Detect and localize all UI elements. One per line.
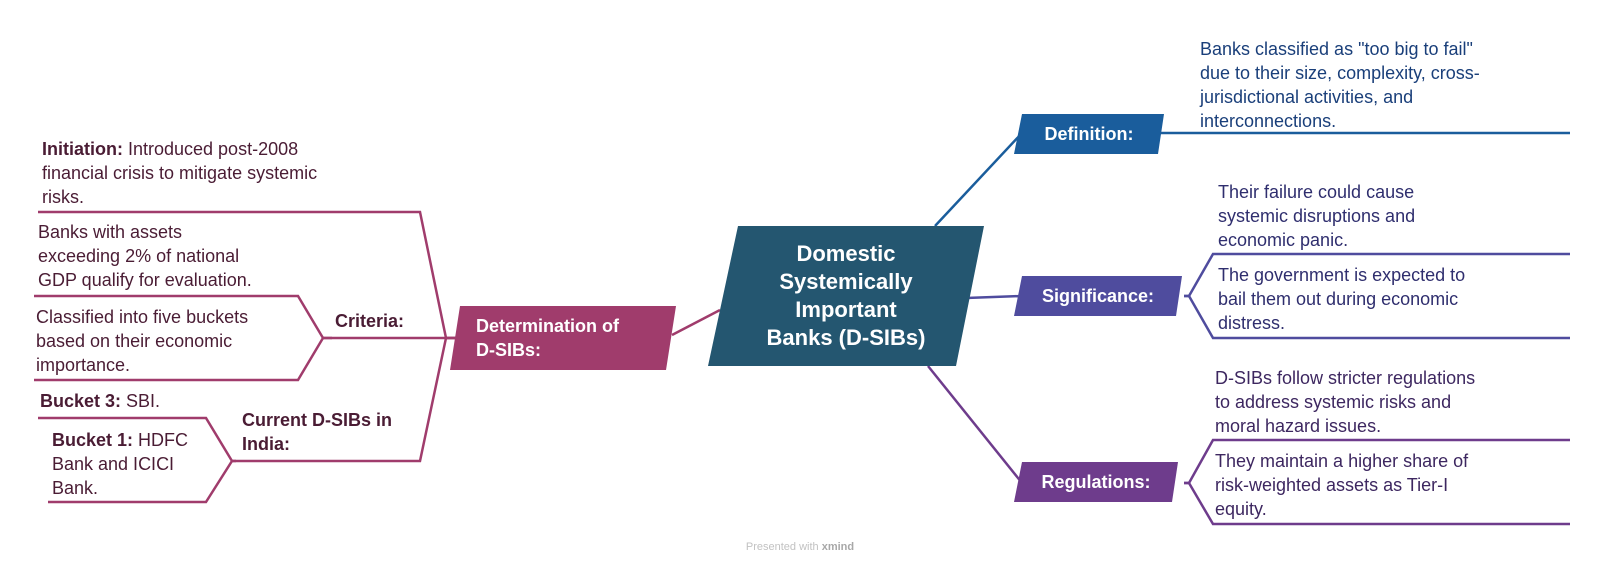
regulations-item-1: D-SIBs follow stricter regulations to ad… — [1215, 368, 1476, 436]
determination-topic-label: Determination of D-SIBs: — [476, 316, 620, 360]
significance-item-2: The government is expected to bail them … — [1218, 265, 1466, 333]
criteria-item-2: Classified into five buckets based on th… — [36, 307, 249, 375]
central-topic[interactable]: Domestic Systemically Important Banks (D… — [708, 226, 984, 366]
connector-criteria-item2 — [34, 336, 332, 382]
criteria-item-1: Banks with assets exceeding 2% of nation… — [38, 222, 252, 290]
connector-regulations-item2 — [1184, 481, 1570, 526]
significance-topic[interactable]: Significance: — [1014, 276, 1182, 316]
initiation-text: Initiation: Introduced post-2008 financi… — [42, 139, 318, 207]
definition-topic-label: Definition: — [1044, 123, 1134, 144]
significance-topic-label: Significance: — [1041, 285, 1155, 306]
connector-central-significance — [965, 294, 1023, 300]
definition-topic[interactable]: Definition: — [1014, 114, 1164, 154]
connector-central-determination — [671, 308, 721, 337]
current-dsibs-label[interactable]: Current D-SIBs in India: — [242, 410, 393, 454]
footer-watermark: Presented with xmind — [745, 541, 855, 553]
criteria-label[interactable]: Criteria: — [335, 311, 405, 331]
regulations-topic[interactable]: Regulations: — [1014, 462, 1178, 502]
bucket3-text: Bucket 3: SBI. — [40, 391, 161, 411]
central-topic-label: Domestic Systemically Important Banks (D… — [766, 241, 926, 350]
definition-text: Banks classified as "too big to fail" du… — [1200, 39, 1480, 131]
connector-current-bucket1 — [48, 459, 236, 504]
regulations-item-2: They maintain a higher share of risk-wei… — [1215, 451, 1469, 519]
bucket1-text: Bucket 1: HDFC Bank and ICICI Bank. — [52, 430, 189, 498]
connector-significance-item2 — [1184, 294, 1570, 340]
determination-topic[interactable]: Determination of D-SIBs: — [450, 306, 676, 370]
significance-item-1: Their failure could cause systemic disru… — [1218, 182, 1416, 250]
connector-central-regulations — [927, 365, 1023, 484]
connector-central-definition — [934, 132, 1023, 227]
regulations-topic-label: Regulations: — [1041, 471, 1151, 492]
connector-determination-current — [236, 336, 458, 463]
